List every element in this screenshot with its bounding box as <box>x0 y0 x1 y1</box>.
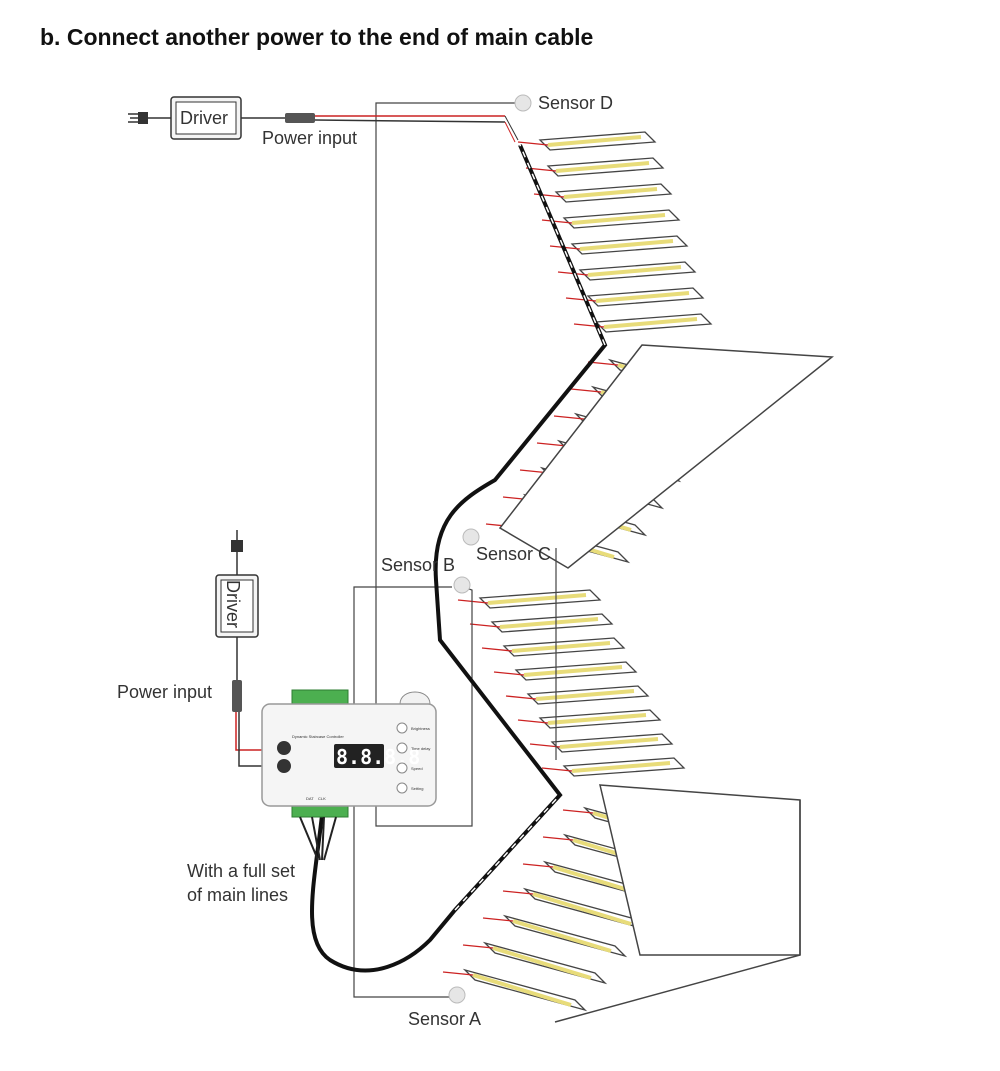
main-lines-label-1: With a full set <box>187 861 295 881</box>
controller-button[interactable] <box>396 762 408 774</box>
sensor-c-label: Sensor C <box>476 544 551 564</box>
main-cable <box>310 144 608 973</box>
led-strip <box>595 291 690 303</box>
sensor-a-icon <box>448 986 466 1004</box>
led-strip <box>555 161 650 173</box>
power-input-label-top: Power input <box>262 128 357 148</box>
led-strip <box>603 317 698 329</box>
controller-button[interactable] <box>396 722 408 734</box>
sensor-a-label: Sensor A <box>408 1009 481 1029</box>
led-strip <box>492 946 592 980</box>
strip-wire <box>553 415 585 420</box>
controller-button[interactable] <box>396 742 408 754</box>
led-strip <box>579 239 674 251</box>
led-strip <box>511 641 611 653</box>
strip-wire <box>457 599 489 604</box>
controller-button-label: Brightness <box>411 726 430 731</box>
controller-button-label: Speed <box>411 766 423 771</box>
strip-wire <box>481 647 513 652</box>
stair-base <box>554 954 801 1023</box>
led-strip <box>472 973 572 1007</box>
driver-left: Driver Power input <box>117 530 290 767</box>
driver-left-label: Driver <box>223 580 243 628</box>
main-lines-label-2: of main lines <box>187 885 288 905</box>
controller: 8.8.8.8 Dynamic Staircase Controller Bri… <box>261 689 437 818</box>
power-input-label-left: Power input <box>117 682 212 702</box>
strip-wire <box>570 388 602 393</box>
led-strip <box>547 713 647 725</box>
strip-wire <box>505 695 537 700</box>
controller-name: Dynamic Staircase Controller <box>292 734 344 739</box>
strip-wire <box>542 836 574 841</box>
strip-wire <box>536 442 568 447</box>
strip-wire <box>469 623 501 628</box>
controller-dat-label: DAT <box>306 796 314 801</box>
strip-wire <box>562 809 594 814</box>
strip-wire <box>493 671 525 676</box>
strip-wire <box>482 917 514 922</box>
driver-top-label: Driver <box>180 108 228 128</box>
led-strip <box>547 135 642 147</box>
controller-button[interactable] <box>396 782 408 794</box>
sensor-d-icon <box>514 94 532 112</box>
strip-wire <box>502 890 534 895</box>
sensor-b-icon <box>453 576 471 594</box>
led-strip <box>499 617 599 629</box>
strip-wire <box>565 297 597 302</box>
controller-button-label: Time delay <box>411 746 430 751</box>
strip-wire <box>442 971 474 976</box>
led-strip <box>535 689 635 701</box>
controller-button-label: Setting <box>411 786 423 791</box>
led-strip <box>512 919 612 953</box>
landing-top <box>498 344 834 569</box>
led-strip <box>571 213 666 225</box>
led-strip <box>571 761 671 773</box>
strip-wire <box>517 141 549 146</box>
strip-wire <box>462 944 494 949</box>
controller-clk-label: CLK <box>318 796 326 801</box>
strip-wire <box>541 219 573 224</box>
led-strip <box>523 665 623 677</box>
main-line-wires <box>299 816 337 861</box>
led-strip <box>532 892 632 926</box>
strip-wire <box>517 719 549 724</box>
page-title: b. Connect another power to the end of m… <box>40 24 594 50</box>
strip-wire <box>541 767 573 772</box>
led-strip <box>487 593 587 605</box>
landing-bottom <box>599 784 801 956</box>
led-strip <box>563 187 658 199</box>
strip-wire <box>522 863 554 868</box>
led-strip <box>587 265 682 277</box>
sensor-b-label: Sensor B <box>381 555 455 575</box>
controller-display: 8.8.8.8 <box>336 745 420 769</box>
sensor-d-label: Sensor D <box>538 93 613 113</box>
sensor-c-icon <box>462 528 480 546</box>
strip-wire <box>529 743 561 748</box>
led-strip <box>559 737 659 749</box>
driver-top: Driver Power input <box>128 96 519 148</box>
